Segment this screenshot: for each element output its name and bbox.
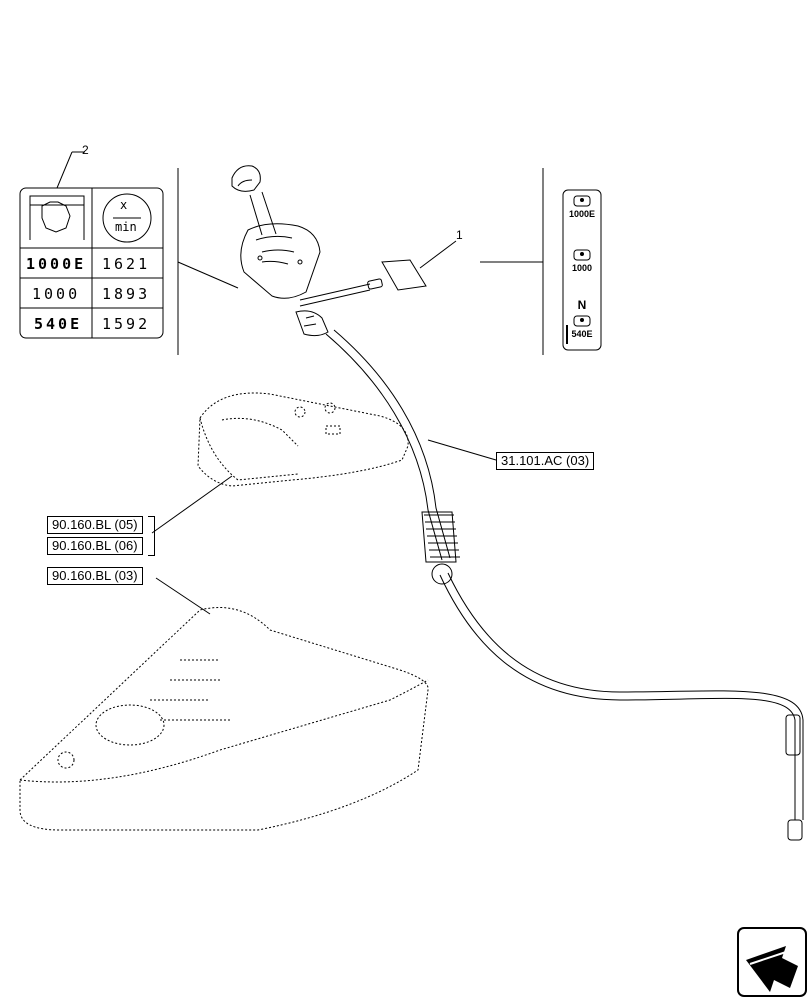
- gear-lever-assembly: [231, 165, 383, 337]
- decal-label-1000: 1000: [571, 263, 593, 273]
- ref-group-bracket: [148, 516, 155, 556]
- table-unit-bottom: min: [115, 220, 137, 234]
- decal-panel: [562, 189, 602, 351]
- ref-console-90-160-bl-05[interactable]: 90.160.BL (05): [47, 516, 143, 534]
- table-row-mode-2: 1000: [32, 285, 81, 303]
- ref-console-90-160-bl-06[interactable]: 90.160.BL (06): [47, 537, 143, 555]
- speed-table: [19, 187, 164, 339]
- shift-cable: [325, 329, 804, 841]
- cab-console: [19, 607, 429, 831]
- callout-2: 2: [82, 143, 89, 157]
- table-row-mode-1: 1000E: [26, 255, 87, 273]
- center-console: [197, 392, 409, 487]
- decal-label-540e: 540E: [571, 329, 593, 339]
- ref-cab-90-160-bl-03[interactable]: 90.160.BL (03): [47, 567, 143, 585]
- callout-1: 1: [456, 228, 463, 242]
- decal-label: [381, 240, 457, 291]
- decal-label-neutral: N: [577, 298, 587, 312]
- bracket-left: [177, 168, 239, 355]
- table-row-rpm-1: 1621: [102, 255, 151, 273]
- table-row-rpm-3: 1592: [102, 315, 151, 333]
- bracket-right: [480, 168, 544, 355]
- next-page-arrow-icon[interactable]: [737, 927, 807, 997]
- table-unit-top: x: [120, 198, 128, 212]
- decal-label-1000e: 1000E: [568, 209, 596, 219]
- table-row-rpm-2: 1893: [102, 285, 151, 303]
- table-row-mode-3: 540E: [34, 315, 83, 333]
- ref-cable-31-101-ac[interactable]: 31.101.AC (03): [496, 452, 595, 470]
